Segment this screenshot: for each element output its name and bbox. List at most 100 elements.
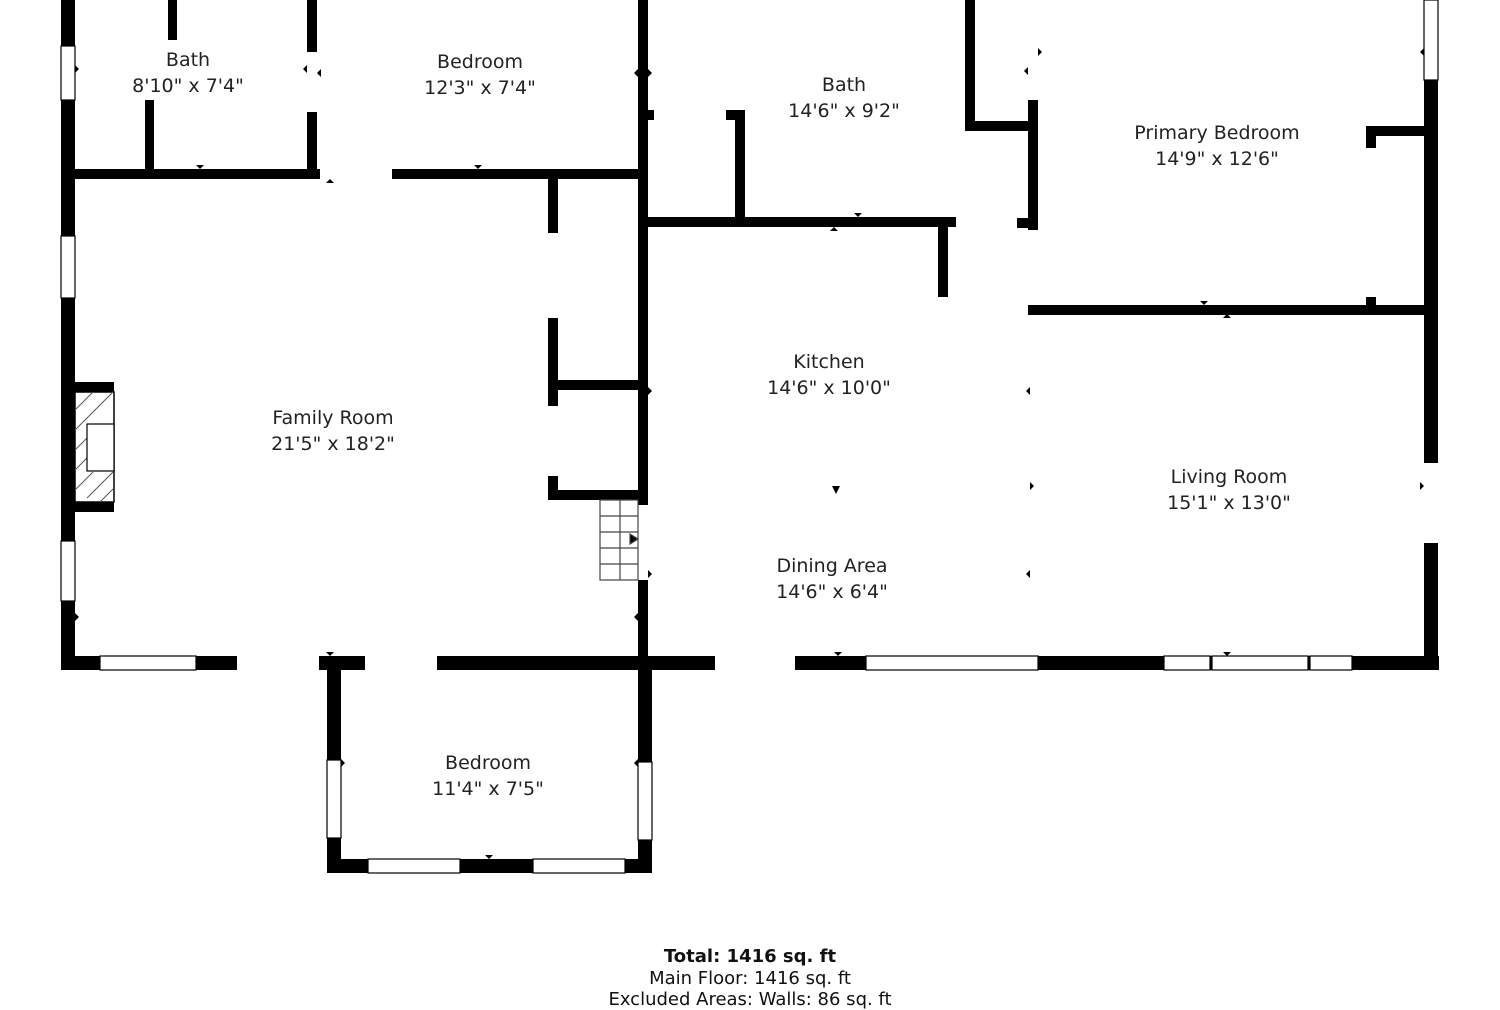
door-opening bbox=[320, 168, 392, 180]
main-floor-area: Main Floor: 1416 sq. ft bbox=[649, 968, 851, 989]
wall bbox=[548, 476, 558, 498]
wall bbox=[1028, 100, 1038, 230]
room-name-bedroom-2: Bedroom bbox=[445, 752, 531, 774]
dimension-mark bbox=[196, 165, 204, 169]
fireplace bbox=[74, 391, 115, 503]
dimension-mark bbox=[341, 759, 345, 767]
wall bbox=[548, 318, 558, 406]
door-opening bbox=[365, 655, 437, 671]
window bbox=[99, 655, 197, 671]
window bbox=[532, 858, 626, 874]
dimension-mark bbox=[634, 613, 638, 621]
door-opening bbox=[1423, 463, 1439, 543]
dimension-mark bbox=[75, 65, 79, 73]
room-name-bedroom-1: Bedroom bbox=[437, 51, 523, 73]
wall bbox=[1366, 297, 1376, 312]
door-opening bbox=[1027, 230, 1039, 305]
room-dimensions-kitchen: 14'6" x 10'0" bbox=[767, 377, 891, 399]
room-dimensions-bath-2: 14'6" x 9'2" bbox=[788, 100, 900, 122]
window bbox=[60, 235, 76, 299]
dimension-mark bbox=[832, 486, 840, 494]
wall bbox=[735, 110, 745, 225]
wall bbox=[638, 0, 648, 505]
room-dimensions-primary-bedroom: 14'9" x 12'6" bbox=[1155, 148, 1279, 170]
wall bbox=[548, 380, 643, 390]
wall bbox=[1366, 126, 1438, 136]
wall bbox=[646, 110, 655, 120]
window bbox=[1211, 655, 1309, 671]
window bbox=[1163, 655, 1211, 671]
dimension-mark bbox=[317, 69, 321, 77]
room-name-bath-1: Bath bbox=[166, 49, 210, 71]
dimension-mark bbox=[303, 65, 307, 73]
dimension-mark bbox=[1420, 482, 1424, 490]
room-name-dining-area: Dining Area bbox=[776, 555, 887, 577]
dimension-mark bbox=[1420, 48, 1424, 56]
dimension-mark bbox=[854, 213, 862, 217]
dimension-mark bbox=[634, 759, 638, 767]
room-name-family-room: Family Room bbox=[272, 407, 393, 429]
room-name-bath-2: Bath bbox=[822, 74, 866, 96]
dimension-mark bbox=[1026, 387, 1030, 395]
wall bbox=[938, 217, 948, 297]
room-dimensions-family-room: 21'5" x 18'2" bbox=[271, 433, 395, 455]
window bbox=[637, 761, 653, 841]
dimension-mark bbox=[1030, 482, 1034, 490]
dimension-mark bbox=[485, 666, 493, 670]
room-name-primary-bedroom: Primary Bedroom bbox=[1134, 122, 1299, 144]
dimension-mark bbox=[1200, 301, 1208, 305]
window bbox=[60, 540, 76, 602]
door-opening bbox=[547, 406, 559, 476]
dimension-mark bbox=[634, 69, 638, 77]
dimension-mark bbox=[75, 613, 79, 621]
room-dimensions-bath-1: 8'10" x 7'4" bbox=[132, 75, 244, 97]
room-dimensions-living-room: 15'1" x 13'0" bbox=[1167, 492, 1291, 514]
wall bbox=[1366, 126, 1376, 148]
wall bbox=[965, 0, 975, 130]
door-opening bbox=[237, 655, 319, 671]
wall bbox=[145, 100, 154, 174]
door-opening bbox=[547, 233, 559, 318]
openings bbox=[60, 0, 1439, 874]
room-name-kitchen: Kitchen bbox=[793, 351, 864, 373]
dimension-marks bbox=[75, 48, 1424, 859]
wall bbox=[1017, 218, 1037, 228]
wall bbox=[548, 490, 643, 500]
dimension-mark bbox=[834, 652, 842, 656]
dimension-mark bbox=[326, 652, 334, 656]
wall bbox=[61, 502, 114, 512]
room-dimensions-dining-area: 14'6" x 6'4" bbox=[776, 581, 888, 603]
room-dimensions-bedroom-1: 12'3" x 7'4" bbox=[424, 77, 536, 99]
window bbox=[326, 759, 342, 839]
wall bbox=[168, 0, 177, 40]
room-dimensions-bedroom-2: 11'4" x 7'5" bbox=[432, 778, 544, 800]
window bbox=[865, 655, 1039, 671]
wall bbox=[307, 112, 317, 174]
wall bbox=[548, 175, 558, 233]
total-area: Total: 1416 sq. ft bbox=[663, 946, 837, 967]
door-opening bbox=[1027, 0, 1039, 100]
wall bbox=[638, 580, 648, 670]
dimension-mark bbox=[648, 387, 652, 395]
dimension-mark bbox=[1223, 314, 1231, 318]
dimension-mark bbox=[326, 179, 334, 183]
room-name-living-room: Living Room bbox=[1171, 466, 1288, 488]
room-labels: Bath 8'10" x 7'4" Bedroom 12'3" x 7'4" B… bbox=[132, 49, 1300, 800]
window bbox=[367, 858, 461, 874]
dimension-mark bbox=[1026, 570, 1030, 578]
dimension-mark bbox=[1223, 652, 1231, 656]
dimension-mark bbox=[474, 165, 482, 169]
wall bbox=[1028, 305, 1438, 315]
stairs bbox=[599, 499, 640, 581]
dimension-mark bbox=[1024, 67, 1028, 75]
window bbox=[60, 45, 76, 101]
wall bbox=[646, 217, 956, 227]
door-opening bbox=[306, 52, 318, 112]
wall bbox=[1424, 80, 1438, 670]
window bbox=[1423, 0, 1439, 81]
door-opening bbox=[654, 110, 726, 120]
wall bbox=[61, 382, 114, 392]
dimension-mark bbox=[648, 570, 652, 578]
door-opening bbox=[1365, 148, 1377, 297]
